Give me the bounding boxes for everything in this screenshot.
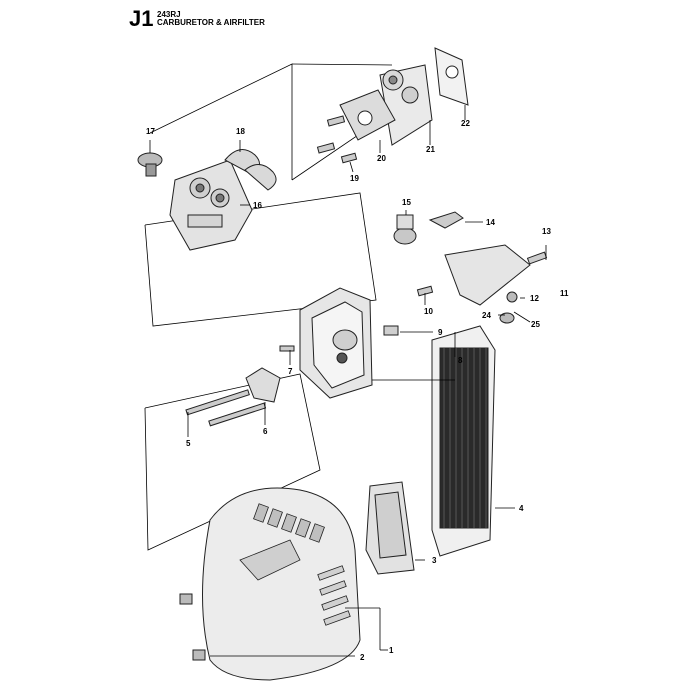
outline-middle — [144, 192, 377, 327]
filter-holder — [279, 287, 399, 399]
callout-22: 22 — [461, 119, 470, 128]
callout-10: 10 — [424, 307, 433, 316]
carburetor — [169, 159, 253, 251]
callout-17: 17 — [146, 127, 155, 136]
air-filter-element — [431, 325, 496, 557]
callout-13: 13 — [542, 227, 551, 236]
intake-flange — [339, 47, 469, 146]
outline-upper — [149, 63, 293, 180]
throttle-assembly — [393, 211, 548, 324]
callout-8: 8 — [458, 356, 463, 365]
callout-6: 6 — [263, 427, 268, 436]
callout-7: 7 — [288, 367, 293, 376]
callout-24: 24 — [482, 311, 491, 320]
callout-2: 2 — [360, 653, 365, 662]
fuel-tubes — [224, 149, 277, 191]
callout-16: 16 — [253, 201, 262, 210]
bracket — [185, 367, 281, 427]
callout-19: 19 — [350, 174, 359, 183]
callout-3: 3 — [432, 556, 437, 565]
callout-12: 12 — [530, 294, 539, 303]
pre-filter — [365, 481, 415, 575]
callout-14: 14 — [486, 218, 495, 227]
callout-4: 4 — [519, 504, 524, 513]
section-code: J1 — [129, 6, 154, 31]
callout-5: 5 — [186, 439, 191, 448]
section-title: CARBURETOR & AIRFILTER — [157, 18, 265, 27]
screws-19 — [316, 115, 358, 164]
callout-25: 25 — [531, 320, 540, 329]
callout-9: 9 — [438, 328, 443, 337]
leader-lines — [149, 105, 547, 657]
callout-11: 11 — [560, 289, 569, 298]
model-name: 243RJ — [157, 10, 181, 19]
callout-1: 1 — [389, 646, 394, 655]
callout-21: 21 — [426, 145, 435, 154]
callout-15: 15 — [402, 198, 411, 207]
callout-20: 20 — [377, 154, 386, 163]
primer-bulb — [137, 152, 163, 177]
outline-lower — [144, 373, 321, 551]
filter-cover — [179, 487, 361, 681]
callout-18: 18 — [236, 127, 245, 136]
callout-numbers: 1 2 3 4 5 6 7 8 9 10 11 12 13 14 15 16 1… — [146, 119, 569, 662]
